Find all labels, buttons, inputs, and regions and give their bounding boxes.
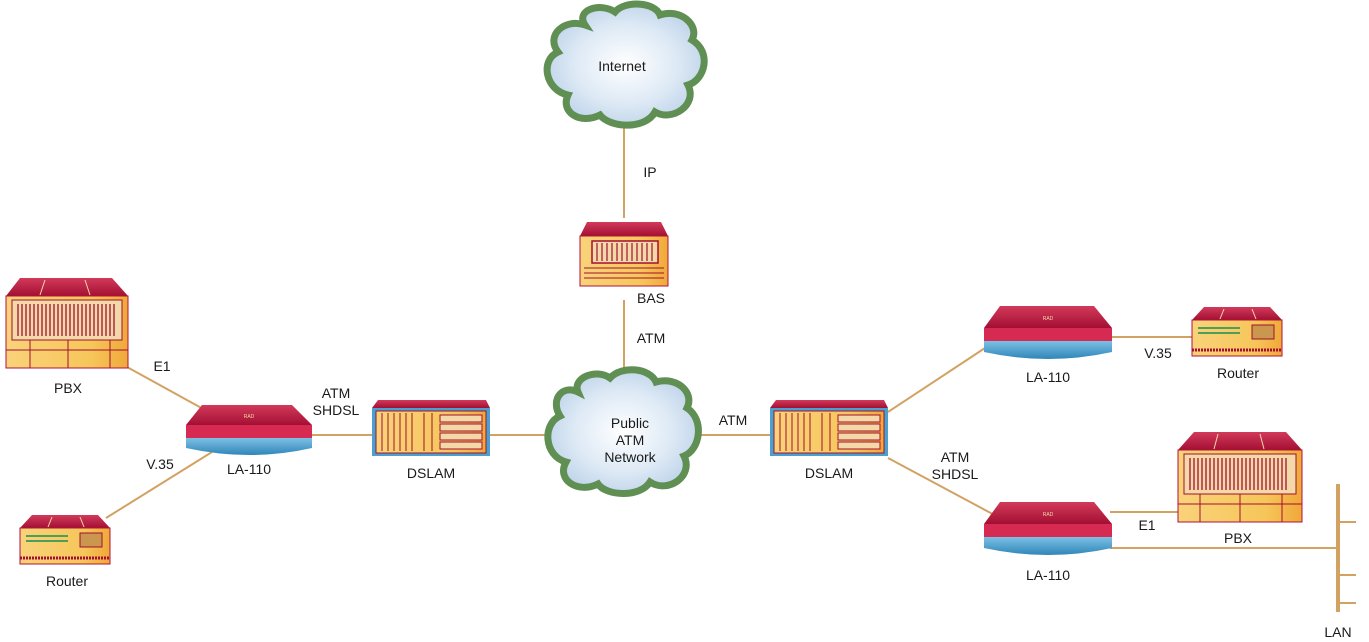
link-dslam-la110-bottom <box>887 457 1001 519</box>
link-pbx-la110-left <box>117 361 206 411</box>
dslam-left: DSLAM <box>372 400 490 481</box>
la110-right-top-label: LA-110 <box>1026 369 1070 385</box>
link-label-atm-right: ATM <box>719 412 748 428</box>
link-label-v35-right: V.35 <box>1144 345 1172 361</box>
internet-label: Internet <box>598 58 646 74</box>
router-left: Router <box>19 515 111 589</box>
la110-left-brand: RAD <box>244 414 255 420</box>
pbx-left-label: PBX <box>54 380 83 396</box>
internet-cloud: Internet <box>543 0 708 129</box>
dslam-right-label: DSLAM <box>805 465 853 481</box>
pbx-right-label: PBX <box>1224 530 1253 546</box>
router-left-label: Router <box>46 573 88 589</box>
la110-right-top-brand: RAD <box>1043 316 1054 322</box>
link-router-la110-left <box>105 451 213 519</box>
public-atm-label-line2: ATM <box>616 432 645 448</box>
link-label-atm-shdsl-right-1: ATM <box>941 449 970 465</box>
pbx-right-vents <box>1189 458 1287 490</box>
router-right-label: Router <box>1217 365 1259 381</box>
link-label-atm-shdsl-left-1: ATM <box>322 385 351 401</box>
la110-left-label: LA-110 <box>227 461 271 477</box>
la110-left: RAD LA-110 <box>186 405 312 477</box>
pbx-right: PBX <box>1177 432 1303 546</box>
public-atm-cloud: Public ATM Network <box>544 366 702 497</box>
link-label-atm-shdsl-left-2: SHDSL <box>313 402 360 418</box>
la110-right-bottom-label: LA-110 <box>1026 567 1070 583</box>
links <box>105 118 1338 549</box>
pbx-left-vents <box>17 304 115 336</box>
link-label-v35-left: V.35 <box>146 456 174 472</box>
link-label-e1-left: E1 <box>153 358 170 374</box>
lan-label: LAN <box>1324 624 1351 640</box>
lan-bus: LAN <box>1324 484 1356 640</box>
bas-label: BAS <box>637 290 665 306</box>
link-label-ip: IP <box>643 164 656 180</box>
public-atm-label-line3: Network <box>604 449 656 465</box>
link-label-atm-bas: ATM <box>637 330 666 346</box>
link-labels: IP ATM E1 V.35 ATM SHDSL ATM V.35 ATM SH… <box>146 164 1172 533</box>
link-label-e1-right: E1 <box>1138 517 1155 533</box>
link-label-atm-shdsl-right-2: SHDSL <box>932 466 979 482</box>
link-dslam-la110-top <box>887 347 986 413</box>
la110-right-top: RAD LA-110 <box>984 306 1112 385</box>
dslam-right: DSLAM <box>770 400 888 481</box>
la110-right-bottom: RAD LA-110 <box>984 502 1112 583</box>
router-right: Router <box>1191 307 1283 381</box>
dslam-left-label: DSLAM <box>407 465 455 481</box>
public-atm-label-line1: Public <box>611 415 649 431</box>
bas-device: BAS <box>579 222 669 306</box>
la110-right-bottom-brand: RAD <box>1043 512 1054 518</box>
pbx-left: PBX <box>5 278 129 396</box>
